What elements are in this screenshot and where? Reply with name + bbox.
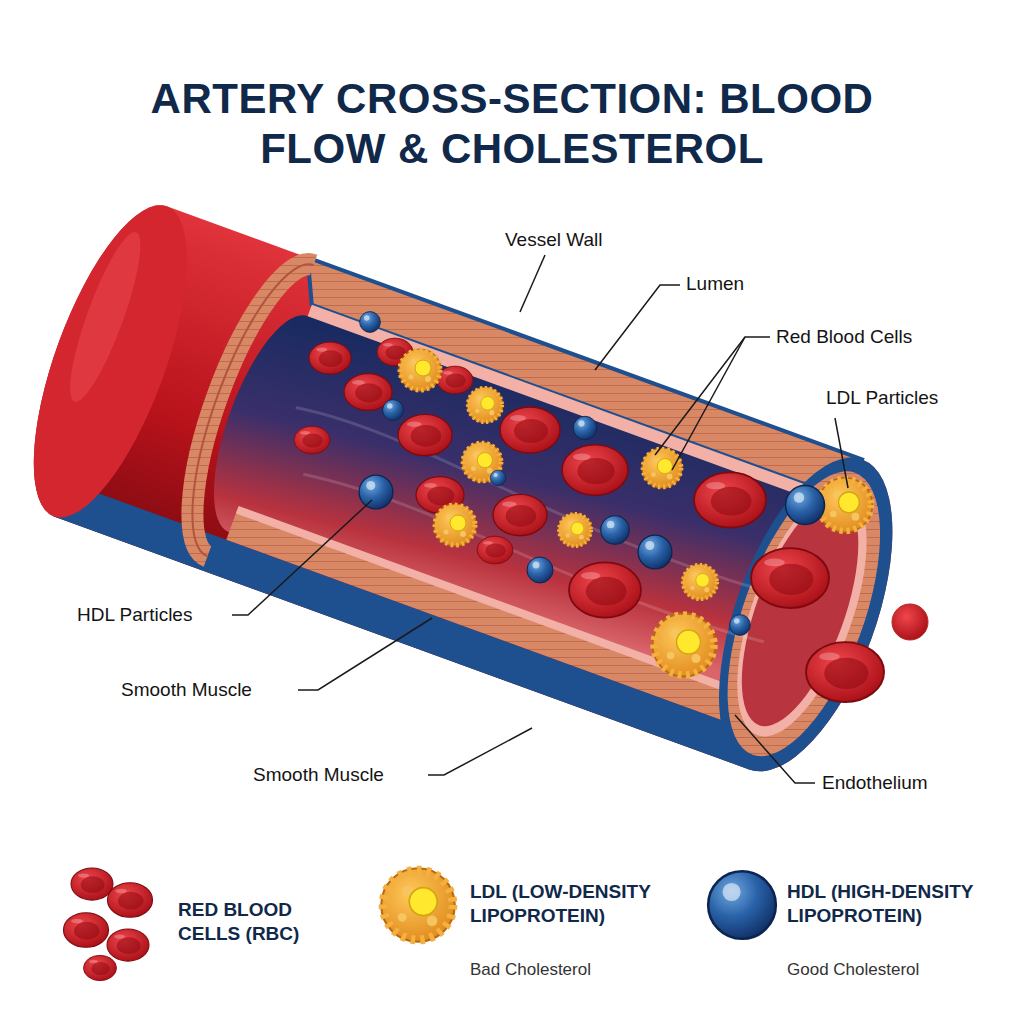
leader-line <box>232 500 372 615</box>
red-blood-cell <box>477 536 513 564</box>
hdl-particle <box>638 535 672 569</box>
ldl-particle <box>818 478 873 533</box>
legend-rbc-sample <box>108 883 153 918</box>
leader-line <box>672 337 745 470</box>
red-blood-cell <box>562 445 628 496</box>
part-label: HDL Particles <box>77 604 192 626</box>
hdl-particle <box>601 516 630 545</box>
hdl-particle <box>359 475 393 509</box>
leader-line <box>835 418 848 488</box>
part-label: Red Blood Cells <box>776 326 912 348</box>
red-blood-cell <box>694 472 766 527</box>
legend-sublabel: Good Cholesterol <box>787 960 919 980</box>
part-label: Smooth Muscle <box>121 679 252 701</box>
ldl-particle <box>399 349 441 391</box>
hdl-particle <box>786 486 825 525</box>
ldl-particle <box>642 448 682 488</box>
legend-rbc-sample <box>84 955 117 980</box>
endothelium-top <box>307 305 847 513</box>
ldl-particle <box>653 614 716 677</box>
red-blood-cell <box>398 414 452 455</box>
flow-line <box>291 403 796 603</box>
part-label: Lumen <box>686 273 744 295</box>
ldl-particle <box>467 387 503 423</box>
legend-samples <box>64 868 776 981</box>
cut-edge-line <box>165 249 314 556</box>
endothelium-bottom <box>236 506 774 708</box>
legend-text: LDL (LOW-DENSITY LIPOPROTEIN) <box>470 880 685 928</box>
leader-lines <box>232 255 848 783</box>
part-label: Endothelium <box>822 772 928 794</box>
ldl-particles <box>399 349 872 677</box>
end-cap-highlight <box>58 226 153 407</box>
red-blood-cell <box>500 407 560 453</box>
legend-ldl-sample <box>381 868 455 942</box>
legend-rbc-sample <box>107 929 149 961</box>
legend-text: RED BLOOD CELLS (RBC) <box>178 898 328 946</box>
red-blood-cell <box>493 494 547 535</box>
hdl-particle <box>490 470 506 486</box>
ldl-particle <box>682 564 718 600</box>
artery-tube <box>2 187 928 793</box>
leader-line <box>298 618 432 690</box>
ldl-particle <box>434 504 476 546</box>
red-blood-cell <box>892 604 928 640</box>
red-blood-cell <box>806 642 884 702</box>
outer-wall <box>2 187 928 793</box>
legend-text: HDL (HIGH-DENSITY LIPOPROTEIN) <box>787 880 1019 928</box>
hdl-particle <box>730 615 751 636</box>
cap-adventitia <box>683 435 927 793</box>
part-label: Vessel Wall <box>505 229 603 251</box>
cut-wall-bottom <box>226 509 773 735</box>
leader-line <box>735 715 815 783</box>
cut-edge <box>165 249 314 556</box>
part-label: LDL Particles <box>826 387 938 409</box>
red-blood-cell <box>751 548 829 608</box>
leader-line <box>595 285 680 370</box>
legend-sublabel: Bad Cholesterol <box>470 960 591 980</box>
part-label: Smooth Muscle <box>253 764 384 786</box>
hdl-particle <box>360 312 381 333</box>
hdl-particle <box>573 416 596 439</box>
leader-line <box>520 255 545 312</box>
hdl-particle <box>527 557 553 583</box>
leader-line <box>428 728 532 775</box>
legend-hdl-sample <box>708 871 776 939</box>
red-blood-cell <box>294 426 330 454</box>
hdl-particles <box>359 312 824 636</box>
ldl-particle <box>558 513 592 547</box>
red-blood-cell <box>569 562 641 617</box>
hdl-particle <box>383 400 404 421</box>
title: ARTERY CROSS-SECTION: BLOOD FLOW & CHOLE… <box>132 74 892 174</box>
red-blood-cell <box>309 342 351 374</box>
legend-rbc-sample <box>64 913 109 948</box>
legend-rbc-sample <box>71 868 113 900</box>
